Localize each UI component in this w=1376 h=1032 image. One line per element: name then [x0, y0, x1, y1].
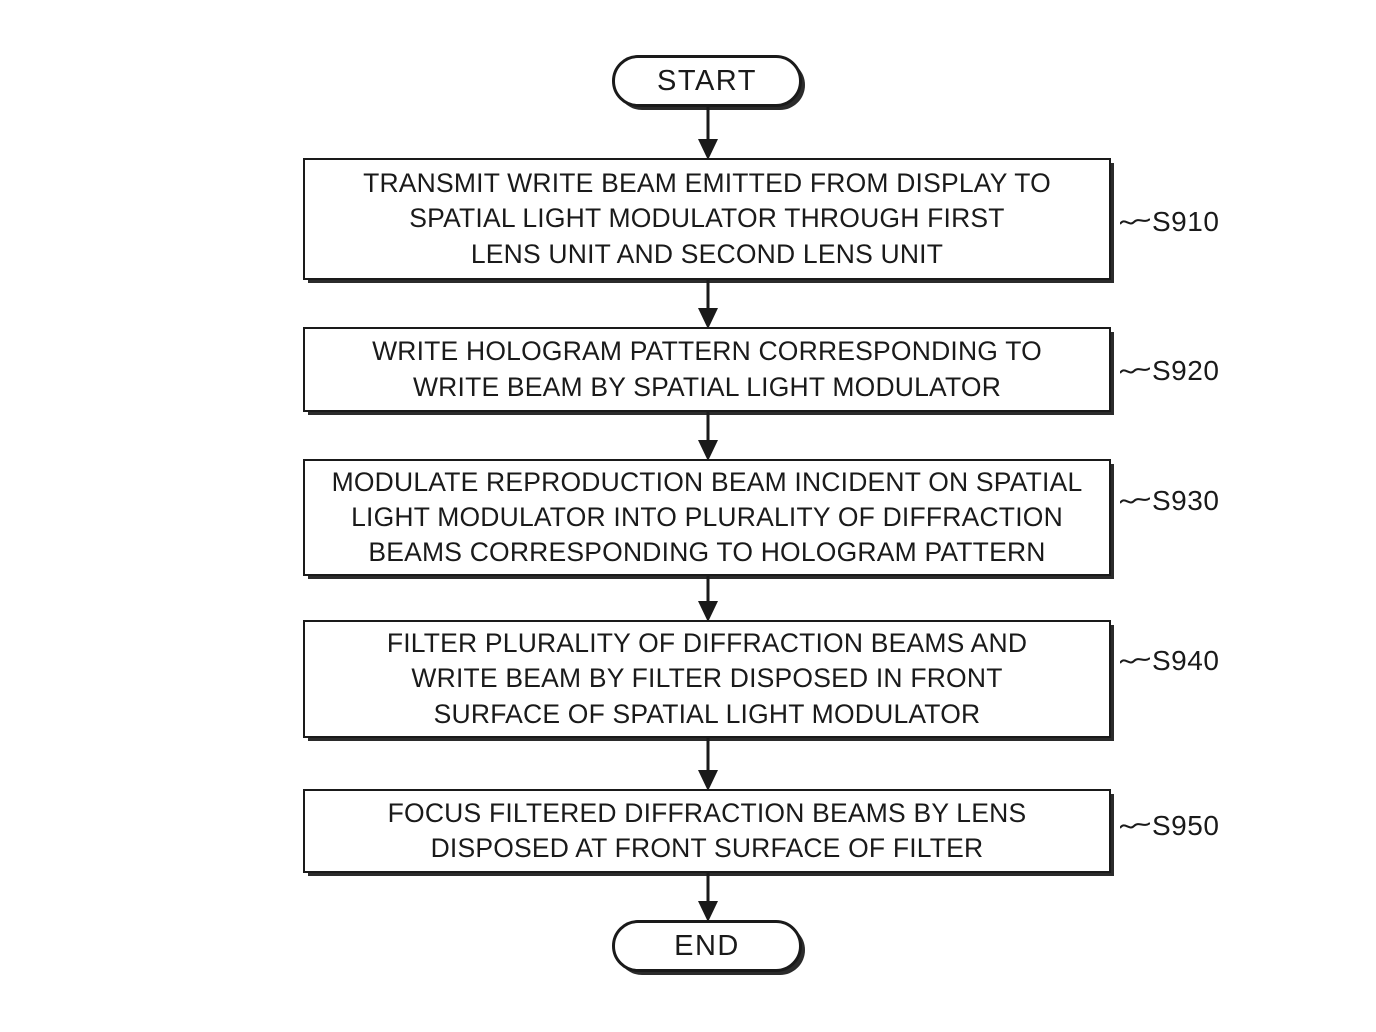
squiggle-connector-icon — [1120, 822, 1150, 829]
connector-start-to-s910 — [692, 105, 724, 161]
process-box-s950: FOCUS FILTERED DIFFRACTION BEAMS BY LENS… — [303, 789, 1111, 873]
connector-s940-to-s950 — [692, 736, 724, 792]
step-ref-s910-label: S910 — [1152, 206, 1220, 237]
terminator-start-label: START — [657, 64, 757, 97]
step-ref-s920: S920 — [1120, 355, 1219, 387]
connector-s930-to-s940 — [692, 574, 724, 623]
squiggle-connector-icon — [1120, 367, 1150, 374]
terminator-end-label: END — [674, 929, 740, 962]
connector-s910-to-s920 — [692, 278, 724, 330]
process-box-s930-text: MODULATE REPRODUCTION BEAM INCIDENT ON S… — [331, 466, 1083, 568]
process-box-s910-text: TRANSMIT WRITE BEAM EMITTED FROM DISPLAY… — [363, 168, 1051, 269]
process-box-s920-text: WRITE HOLOGRAM PATTERN CORRESPONDING TO … — [372, 336, 1042, 402]
terminator-end: END — [612, 920, 802, 972]
connector-s950-to-end — [692, 871, 724, 923]
step-ref-s940: S940 — [1120, 645, 1219, 677]
step-ref-s950: S950 — [1120, 810, 1219, 842]
squiggle-connector-icon — [1120, 218, 1150, 225]
step-ref-s940-label: S940 — [1152, 645, 1220, 676]
squiggle-connector-icon — [1120, 497, 1150, 504]
process-box-s920: WRITE HOLOGRAM PATTERN CORRESPONDING TO … — [303, 327, 1111, 412]
step-ref-s910: S910 — [1120, 206, 1219, 238]
step-ref-s930-label: S930 — [1152, 485, 1220, 516]
squiggle-connector-icon — [1120, 657, 1150, 664]
process-box-s940-text: FILTER PLURALITY OF DIFFRACTION BEAMS AN… — [386, 628, 1028, 729]
process-box-s950-text: FOCUS FILTERED DIFFRACTION BEAMS BY LENS… — [387, 797, 1027, 863]
step-ref-s920-label: S920 — [1152, 355, 1220, 386]
process-box-s930: MODULATE REPRODUCTION BEAM INCIDENT ON S… — [303, 459, 1111, 576]
process-box-s910: TRANSMIT WRITE BEAM EMITTED FROM DISPLAY… — [303, 158, 1111, 280]
process-box-s940: FILTER PLURALITY OF DIFFRACTION BEAMS AN… — [303, 620, 1111, 738]
step-ref-s950-label: S950 — [1152, 810, 1220, 841]
connector-s920-to-s930 — [692, 410, 724, 462]
step-ref-s930: S930 — [1120, 485, 1219, 517]
terminator-start: START — [612, 55, 802, 107]
